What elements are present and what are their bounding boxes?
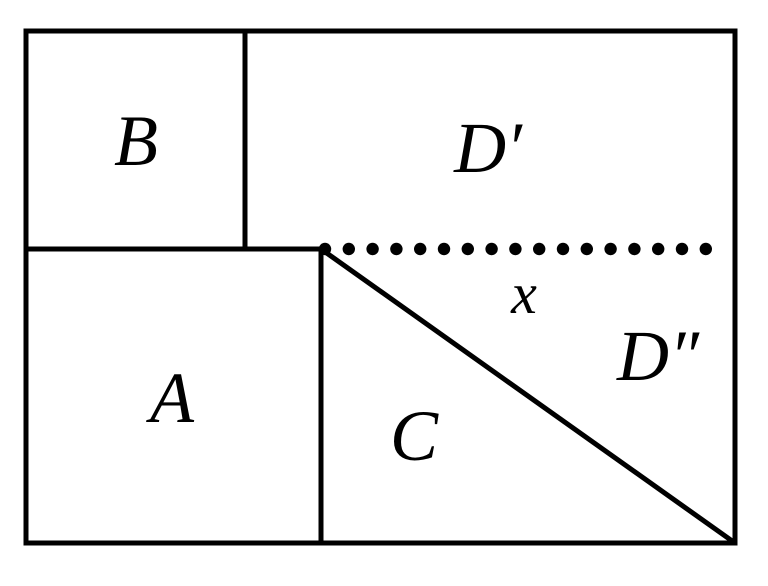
- dot: [580, 242, 593, 256]
- dot: [628, 242, 641, 256]
- label-c: C: [390, 396, 439, 476]
- dot: [556, 242, 570, 256]
- dot: [509, 242, 522, 256]
- dot: [604, 242, 617, 256]
- label-b: B: [114, 101, 158, 181]
- dotted-line: [318, 242, 712, 256]
- dot: [461, 242, 474, 256]
- diagonal-hypotenuse: [319, 246, 737, 546]
- dot: [414, 242, 427, 256]
- label-d-prime: D′: [453, 108, 523, 188]
- dot: [652, 242, 665, 256]
- dot: [675, 242, 689, 256]
- outer-rectangle: [23, 28, 738, 546]
- label-a: A: [146, 358, 195, 438]
- dot: [437, 242, 451, 256]
- dot: [342, 242, 355, 256]
- label-x: x: [510, 261, 537, 326]
- dot: [366, 242, 379, 256]
- dot: [318, 242, 332, 256]
- label-d-double-prime: D″: [616, 316, 700, 396]
- dot: [533, 242, 546, 256]
- dot: [390, 242, 403, 256]
- dot: [485, 242, 498, 256]
- dot: [699, 242, 712, 256]
